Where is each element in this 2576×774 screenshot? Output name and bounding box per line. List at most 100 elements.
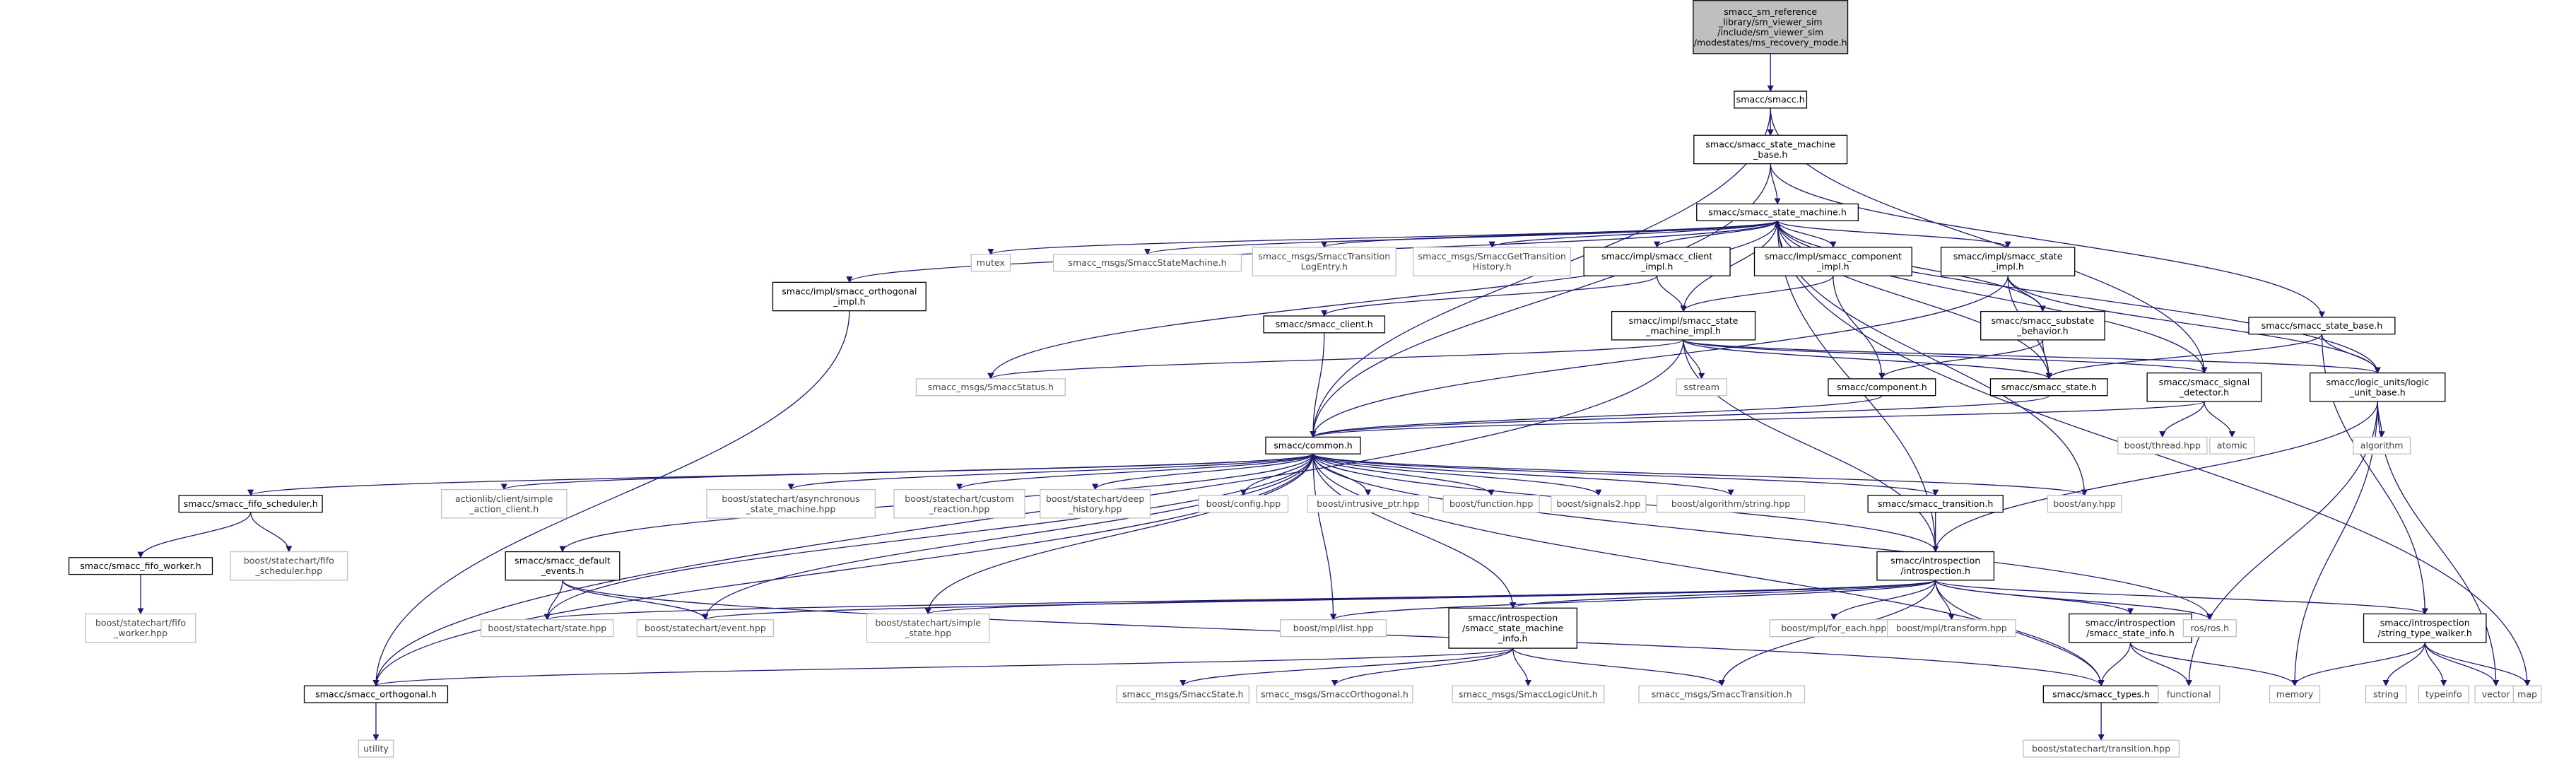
node-box-typeinfo: [2418, 685, 2469, 703]
node-box-msg_tle: [1252, 247, 1396, 276]
node-types[interactable]: smacc/smacc_types.h: [2042, 685, 2160, 703]
node-label-component: smacc/component.h: [1837, 382, 1927, 392]
node-label-state_impl: smacc/impl/smacc_state: [1953, 251, 2063, 262]
node-label-introspection: /introspection.h: [1900, 565, 1970, 576]
edge-introspection-to-sm_info: [1510, 580, 1936, 609]
node-fifo_worker[interactable]: smacc/smacc_fifo_worker.h: [68, 557, 213, 575]
node-box-comp_impl: [1753, 247, 1912, 276]
node-box-msg_gth: [1413, 247, 1572, 276]
node-label-client_impl: _impl.h: [1640, 262, 1674, 272]
node-box-sc_fifo_sched: [230, 551, 348, 581]
edge-common-to-function: [1312, 453, 1495, 496]
edge-common-to-any: [1312, 453, 2088, 496]
edge-substate-to-state: [2042, 339, 2052, 380]
node-root[interactable]: smacc_sm_reference_library/sm_viewer_sim…: [1693, 0, 1849, 54]
node-state_base[interactable]: smacc/smacc_state_base.h: [2248, 317, 2396, 335]
node-sm_impl[interactable]: smacc/impl/smacc_state_machine_impl.h: [1611, 310, 1756, 341]
edge-client-to-common: [1310, 332, 1325, 438]
edge-common-to-sc_state: [543, 454, 1314, 621]
edge-common-to-sc_event: [702, 454, 1314, 621]
node-component[interactable]: smacc/component.h: [1828, 378, 1936, 397]
node-def_events[interactable]: smacc/smacc_default_events.h: [505, 551, 621, 581]
node-client_impl[interactable]: smacc/impl/smacc_client_impl.h: [1583, 247, 1731, 276]
node-label-stw: /string_type_walker.h: [2378, 628, 2472, 638]
node-al_client: actionlib/client/simple_action_client.h: [440, 488, 567, 519]
node-label-msg_state: smacc_msgs/SmaccState.h: [1122, 688, 1243, 699]
node-config: boost/config.hpp: [1198, 495, 1289, 513]
node-label-orth_impl: _impl.h: [833, 296, 866, 307]
node-sm_base[interactable]: smacc/smacc_state_machine_base.h: [1693, 134, 1848, 165]
node-state[interactable]: smacc/smacc_state.h: [1989, 378, 2108, 397]
node-label-msg_orth: smacc_msgs/SmaccOrthogonal.h: [1261, 688, 1408, 699]
node-smacc_h[interactable]: smacc/smacc.h: [1734, 90, 1808, 109]
node-introspection[interactable]: smacc/introspection/introspection.h: [1876, 551, 1995, 581]
node-label-root: _library/sm_viewer_sim: [1718, 16, 1823, 27]
node-box-async_sm: [706, 488, 876, 519]
node-label-root: /modestates/ms_recovery_mode.h: [1694, 37, 1847, 47]
node-label-memory: memory: [2276, 688, 2314, 699]
node-comp_impl[interactable]: smacc/impl/smacc_component_impl.h: [1753, 247, 1912, 276]
node-state_info[interactable]: smacc/introspection/smacc_state_info.h: [2069, 613, 2192, 643]
node-label-types: smacc/smacc_types.h: [2052, 688, 2150, 699]
node-orth_impl[interactable]: smacc/impl/smacc_orthogonal_impl.h: [772, 281, 927, 312]
node-sm[interactable]: smacc/smacc_state_machine.h: [1696, 203, 1859, 221]
node-transition[interactable]: smacc/smacc_transition.h: [1867, 495, 2004, 513]
node-signals2: boost/signals2.hpp: [1551, 495, 1647, 513]
node-label-sc_fifo_sched: _scheduler.hpp: [254, 565, 322, 576]
node-label-mutex: mutex: [977, 257, 1006, 268]
edge-state_base-to-state: [2045, 334, 2323, 380]
node-fifo_sched[interactable]: smacc/smacc_fifo_scheduler.h: [178, 495, 323, 513]
node-ros: ros/ros.h: [2182, 619, 2237, 638]
node-intrusive: boost/intrusive_ptr.hpp: [1307, 495, 1430, 513]
node-orthogonal[interactable]: smacc/smacc_orthogonal.h: [303, 685, 449, 703]
edge-state_impl-to-logic: [2007, 276, 2381, 374]
node-box-fifo_worker: [68, 557, 213, 575]
node-box-thread: [2117, 436, 2208, 455]
node-label-fifo_sched: smacc/smacc_fifo_scheduler.h: [184, 498, 318, 509]
node-box-def_events: [505, 551, 621, 581]
node-label-fifo_worker: smacc/smacc_fifo_worker.h: [80, 561, 201, 571]
node-label-orthogonal: smacc/smacc_orthogonal.h: [315, 688, 437, 699]
edge-introspection-to-for_each: [1830, 580, 1936, 621]
node-common[interactable]: smacc/common.h: [1265, 436, 1361, 455]
node-label-sc_state: boost/statechart/state.hpp: [488, 623, 606, 633]
node-label-state_impl: _impl.h: [1991, 262, 2024, 272]
edge-stw-to-typeinfo: [2424, 642, 2447, 687]
node-client[interactable]: smacc/smacc_client.h: [1263, 315, 1386, 334]
node-label-msg_gth: smacc_msgs/SmaccGetTransition: [1418, 251, 1566, 262]
edge-stw-to-vector: [2424, 642, 2500, 687]
edge-sm_base-to-state_base: [1770, 163, 2325, 318]
node-box-orth_impl: [772, 281, 927, 312]
node-logic[interactable]: smacc/logic_units/logic_unit_base.h: [2310, 372, 2446, 402]
node-thread: boost/thread.hpp: [2117, 436, 2208, 455]
node-label-mpl_transform: boost/mpl/transform.hpp: [1896, 623, 2007, 633]
node-async_sm: boost/statechart/asynchronous_state_mach…: [706, 488, 876, 519]
node-label-msg_tle: LogEntry.h: [1301, 262, 1348, 272]
node-sm_info[interactable]: smacc/introspection/smacc_state_machine_…: [1448, 607, 1577, 649]
node-state_impl[interactable]: smacc/impl/smacc_state_impl.h: [1940, 247, 2076, 276]
node-box-al_client: [440, 488, 567, 519]
node-box-sstream: [1676, 378, 1727, 397]
edge-state-to-common: [1310, 395, 2049, 438]
node-signal[interactable]: smacc/smacc_signal_detector.h: [2146, 372, 2262, 402]
node-label-root: smacc_sm_reference: [1724, 6, 1817, 17]
node-substate[interactable]: smacc/smacc_substate_behavior.h: [1980, 310, 2105, 341]
node-label-substate: smacc/smacc_substate: [1991, 315, 2094, 326]
node-box-mutex: [970, 254, 1011, 272]
node-label-smacc_h: smacc/smacc.h: [1736, 94, 1805, 105]
node-label-sc_fifo_sched: boost/statechart/fifo: [244, 556, 334, 566]
node-label-al_client: actionlib/client/simple: [455, 493, 553, 504]
node-box-msg_state: [1116, 685, 1249, 703]
node-box-utility: [358, 739, 394, 758]
node-msg_state: smacc_msgs/SmaccState.h: [1116, 685, 1249, 703]
node-box-msg_trans: [1638, 685, 1806, 703]
node-label-sm_impl: smacc/impl/smacc_state: [1629, 315, 1739, 326]
node-label-algorithm: algorithm: [2360, 440, 2404, 451]
node-msg_lu: smacc_msgs/SmaccLogicUnit.h: [1452, 685, 1605, 703]
node-box-config: [1198, 495, 1289, 513]
node-label-typeinfo: typeinfo: [2425, 688, 2462, 699]
node-stw[interactable]: smacc/introspection/string_type_walker.h: [2363, 613, 2487, 643]
node-label-al_client: _action_client.h: [469, 503, 539, 514]
node-label-sm_impl: _machine_impl.h: [1645, 325, 1721, 336]
edge-signal-to-atomic: [2204, 401, 2235, 438]
